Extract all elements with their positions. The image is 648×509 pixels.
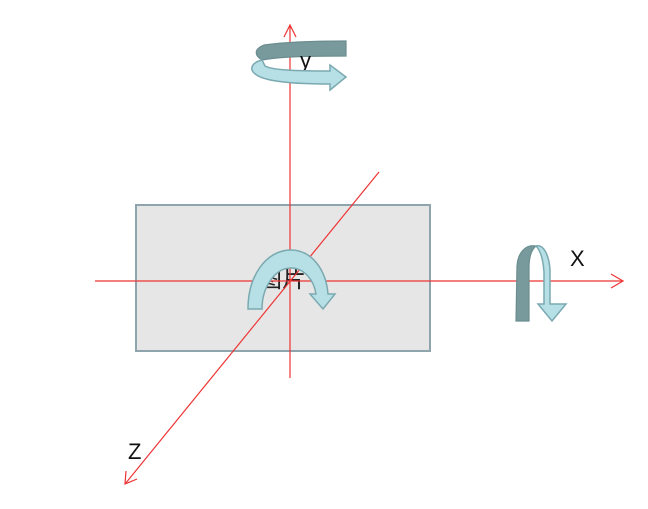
x-rotation-back-band (515, 245, 538, 322)
y-axis-arrowhead (283, 23, 297, 38)
x-axis (95, 273, 625, 289)
z-axis-line (124, 171, 380, 485)
x-axis-arrowhead (610, 273, 625, 289)
y-axis (283, 23, 297, 378)
x-rotation-arrow-icon (515, 245, 568, 323)
image-plane (135, 204, 431, 352)
y-rotation-back-band (255, 40, 347, 61)
z-axis-label: Z (128, 439, 141, 464)
z-rotation-arrow-icon (247, 249, 337, 311)
z-axis (124, 171, 380, 485)
z-rotation-band (247, 249, 337, 311)
x-axis-label: X (570, 246, 585, 271)
z-axis-arrowhead (124, 470, 138, 485)
y-axis-label: y (300, 48, 311, 73)
y-rotation-arrow-icon: y (251, 40, 348, 92)
y-rotation-front-band (251, 59, 348, 92)
x-rotation-front-band (534, 245, 568, 323)
